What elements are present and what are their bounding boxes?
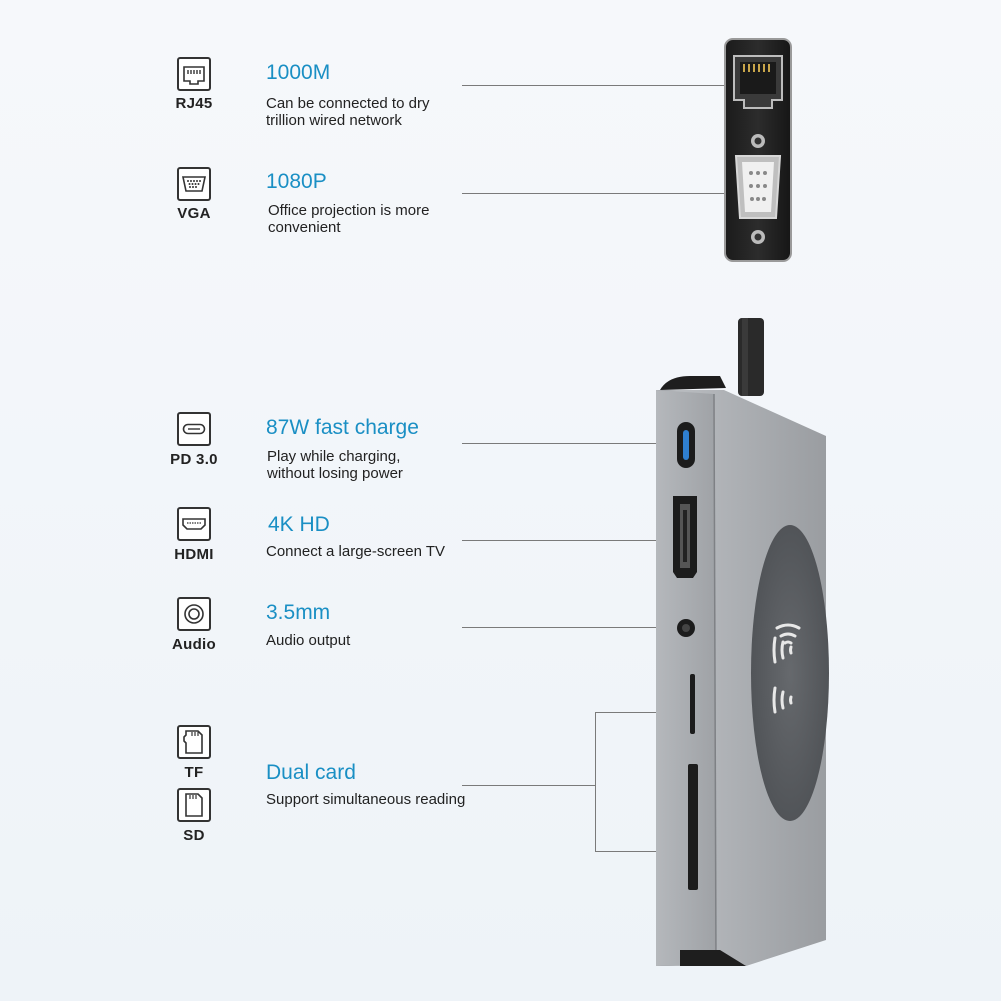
hdmi-title: 4K HD xyxy=(268,513,330,536)
tf-card-icon xyxy=(177,725,211,759)
card-bracket-line xyxy=(595,712,596,851)
sd-card-icon xyxy=(177,788,211,822)
tf-label: TF xyxy=(184,764,204,781)
audio-leader-line xyxy=(462,627,674,628)
pd-desc: Play while charging, without losing powe… xyxy=(267,448,403,482)
pd-title: 87W fast charge xyxy=(266,416,419,439)
rj45-desc: Can be connected to dry trillion wired n… xyxy=(266,95,430,129)
vga-label: VGA xyxy=(177,205,211,222)
hub-body xyxy=(650,318,830,968)
card-desc: Support simultaneous reading xyxy=(266,791,466,808)
pd-label: PD 3.0 xyxy=(170,451,218,468)
sd-label: SD xyxy=(183,827,205,844)
card-leader-line xyxy=(462,785,595,786)
hdmi-icon xyxy=(177,507,211,541)
audio-jack-icon xyxy=(177,597,211,631)
rj45-leader-line xyxy=(462,85,738,86)
rj45-title: 1000M xyxy=(266,61,331,84)
vga-title: 1080P xyxy=(266,170,327,193)
tf-bracket-arm xyxy=(595,712,667,713)
sd-bracket-arm xyxy=(595,851,667,852)
audio-label: Audio xyxy=(172,636,216,653)
ethernet-icon xyxy=(177,57,211,91)
vga-port-icon xyxy=(177,167,211,201)
hdmi-desc: Connect a large-screen TV xyxy=(266,543,445,560)
hdmi-leader-line xyxy=(462,540,674,541)
audio-desc: Audio output xyxy=(266,632,351,649)
pd-leader-line xyxy=(462,443,674,444)
vga-desc: Office projection is more convenient xyxy=(268,202,430,236)
card-title: Dual card xyxy=(266,761,356,784)
hub-end-panel xyxy=(724,38,792,262)
audio-title: 3.5mm xyxy=(266,601,331,624)
vga-leader-line xyxy=(462,193,732,194)
usb-c-icon xyxy=(177,412,211,446)
hdmi-label: HDMI xyxy=(174,546,214,563)
rj45-label: RJ45 xyxy=(175,95,213,112)
wireless-charging-icon xyxy=(771,620,805,730)
